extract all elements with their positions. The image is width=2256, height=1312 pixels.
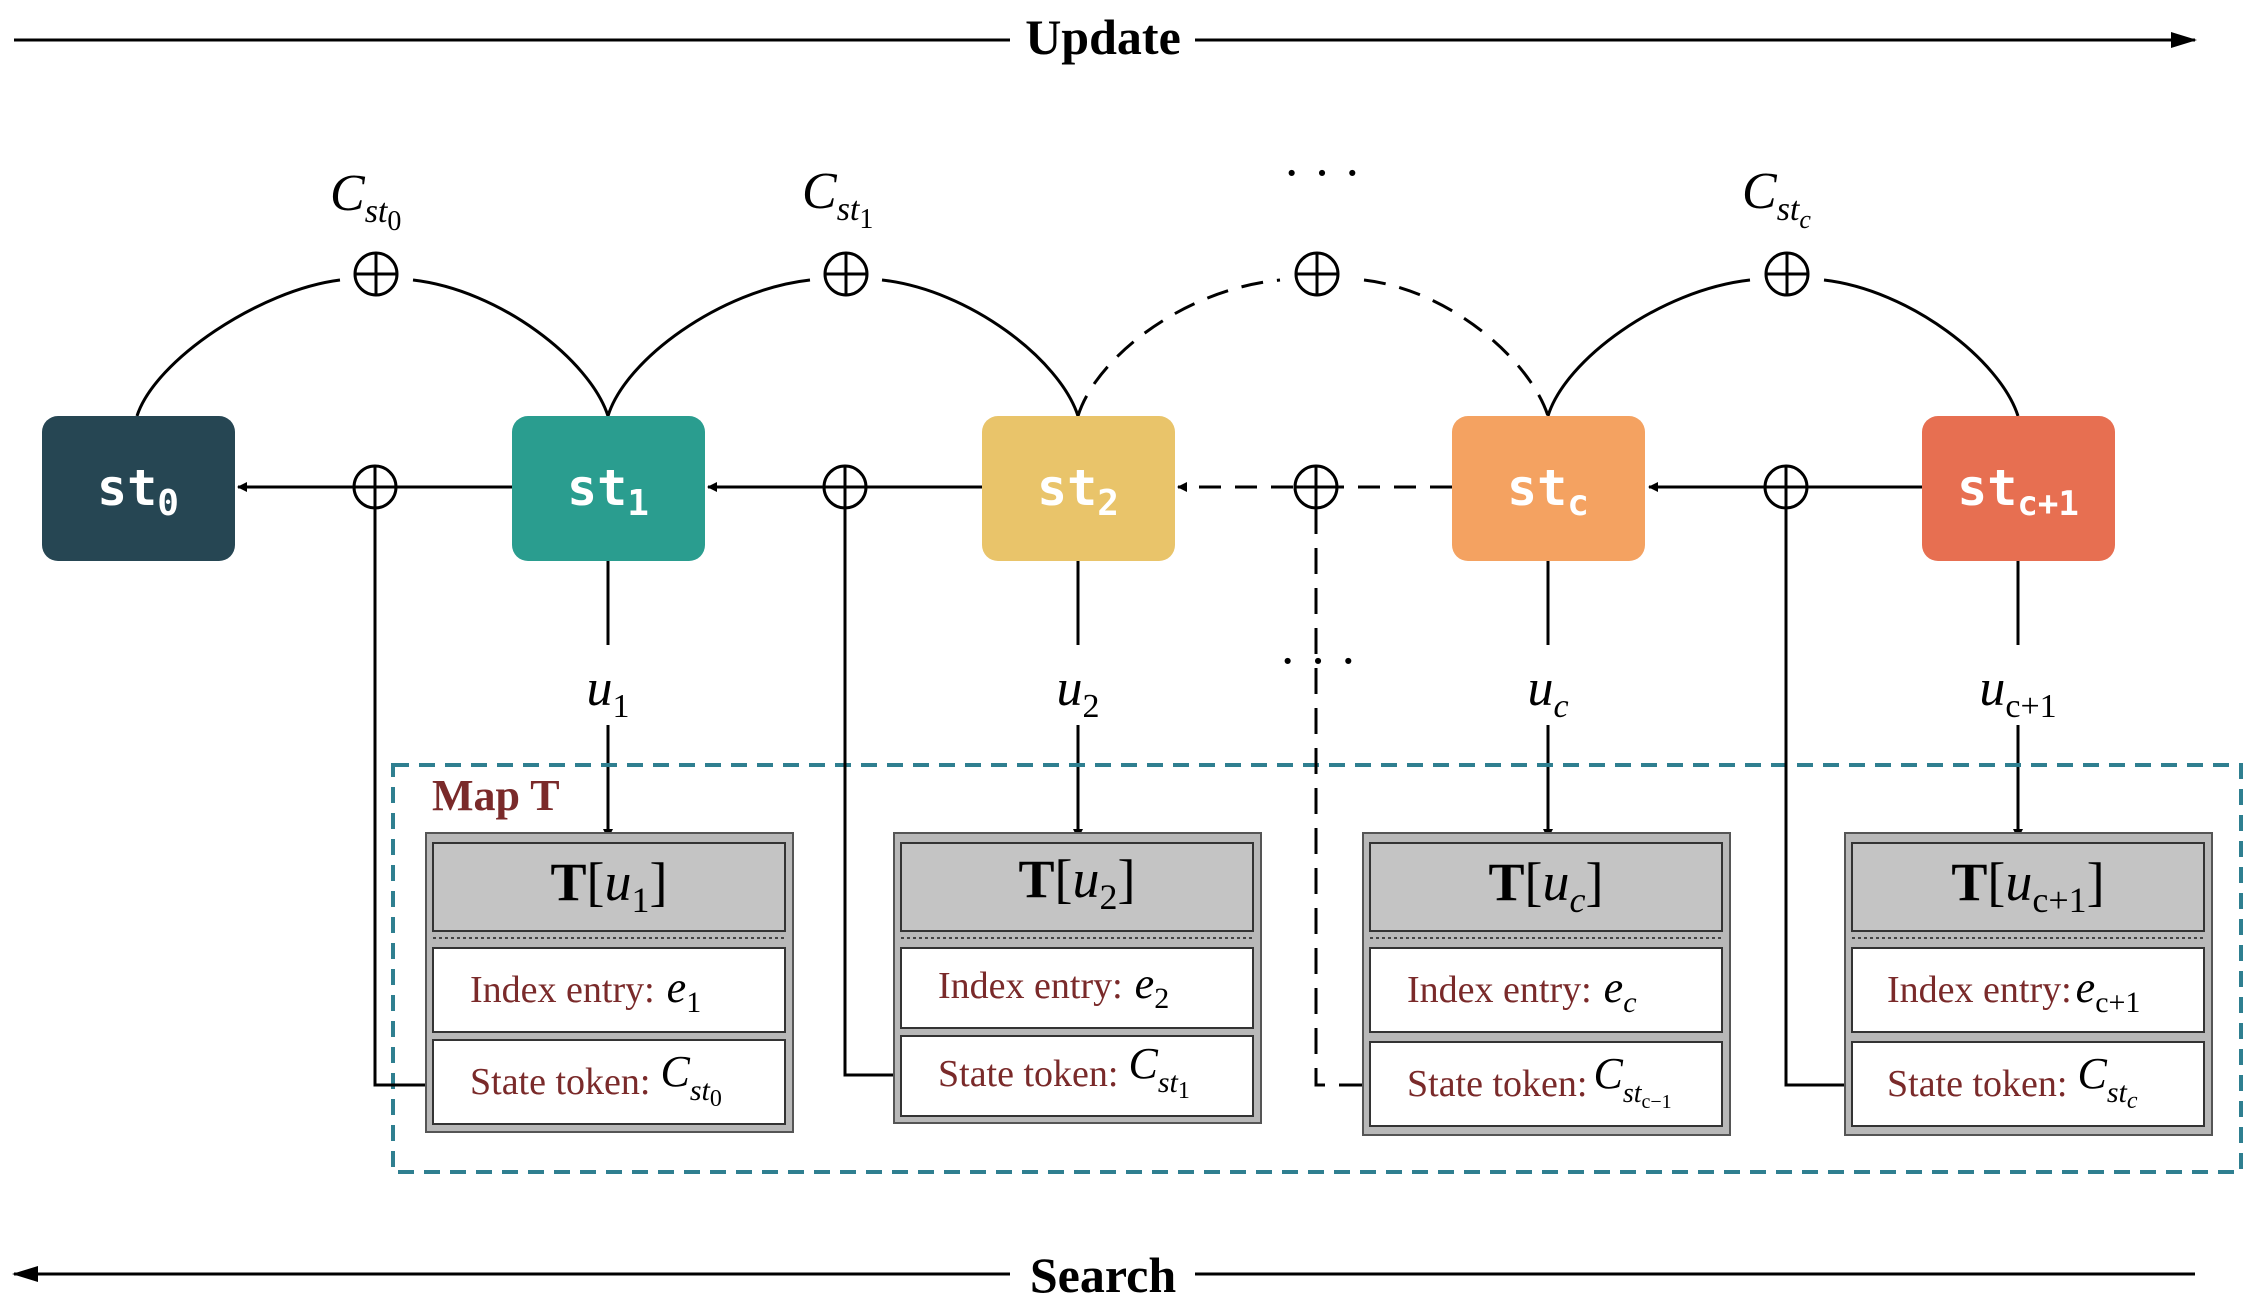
- map-entry-header: T[u1]: [551, 852, 668, 920]
- map-entry: T[uc+1] Index entry:ec+1 State token:Cst…: [1844, 832, 2213, 1136]
- update-label: Update: [1025, 9, 1181, 65]
- state-node-stc1: stc+1: [1922, 416, 2115, 561]
- update-arrow: Update: [14, 9, 2197, 65]
- u-labels: u1 u2 uc uc+1: [587, 660, 2057, 725]
- state-node-st2: st2: [982, 416, 1175, 561]
- state-node-st0: st0: [42, 416, 235, 561]
- u-label: u1: [587, 660, 630, 725]
- u-label: uc+1: [1979, 660, 2056, 725]
- xor-icon: [1293, 464, 1339, 510]
- xor-icon: [353, 251, 399, 297]
- top-ellipsis: · · ·: [1283, 145, 1361, 202]
- map-label: Map T: [432, 771, 560, 820]
- map-entry-header: T[uc]: [1489, 852, 1604, 920]
- state-node-st1: st1: [512, 416, 705, 561]
- search-label: Search: [1030, 1247, 1176, 1303]
- state-token: State token:Cstc−1: [1407, 1049, 1672, 1113]
- map-entry: T[uc] Index entry:ec State token:Cstc−1: [1362, 832, 1731, 1136]
- feedback-lines: [373, 508, 1852, 1087]
- index-entry: Index entry:ec+1: [1887, 963, 2140, 1019]
- state-token: State token:Cst0: [470, 1047, 722, 1112]
- u-connectors: [603, 561, 2023, 839]
- middle-xor-nodes: [352, 464, 1809, 510]
- middle-ellipsis: · · ·: [1279, 633, 1357, 690]
- state-token: State token:Cst1: [938, 1039, 1190, 1104]
- xor-icon: [1763, 464, 1809, 510]
- map-entry-header: T[uc+1]: [1951, 852, 2104, 920]
- top-label: Cst0: [330, 165, 401, 237]
- xor-icon: [1764, 251, 1810, 297]
- svg-text:stc: stc: [1507, 459, 1589, 524]
- index-entry: Index entry:ec: [1407, 963, 1637, 1019]
- u-label: u2: [1057, 660, 1100, 725]
- xor-icon: [352, 464, 398, 510]
- top-arcs: [135, 278, 2020, 417]
- index-entry: Index entry:e1: [470, 963, 701, 1019]
- xor-icon: [823, 251, 869, 297]
- svg-text:st1: st1: [567, 459, 649, 524]
- xor-icon: [822, 464, 868, 510]
- svg-text:stc+1: stc+1: [1957, 459, 2079, 524]
- xor-icon: [1294, 251, 1340, 297]
- map-entry: T[u2] Index entry:e2 State token:Cst1: [893, 832, 1262, 1124]
- svg-text:st2: st2: [1037, 459, 1119, 524]
- top-label: Cst1: [802, 163, 873, 235]
- map-entries: T[u1] Index entry:e1 State token:Cst0 T[…: [425, 832, 2213, 1136]
- index-entry: Index entry:e2: [938, 959, 1169, 1015]
- map-entry: T[u1] Index entry:e1 State token:Cst0: [425, 832, 794, 1133]
- map-entry-header: T[u2]: [1019, 849, 1136, 917]
- top-label: Cstc: [1742, 163, 1811, 234]
- state-nodes: st0 st1 st2 stc stc+1: [42, 416, 2115, 561]
- svg-text:st0: st0: [97, 459, 179, 524]
- top-xor-nodes: [353, 251, 1810, 297]
- state-node-stc: stc: [1452, 416, 1645, 561]
- search-arrow: Search: [12, 1247, 2195, 1303]
- u-label: uc: [1527, 660, 1568, 725]
- top-labels: Cst0 Cst1 · · · Cstc: [330, 145, 1811, 237]
- state-token: State token:Cstc: [1887, 1049, 2138, 1114]
